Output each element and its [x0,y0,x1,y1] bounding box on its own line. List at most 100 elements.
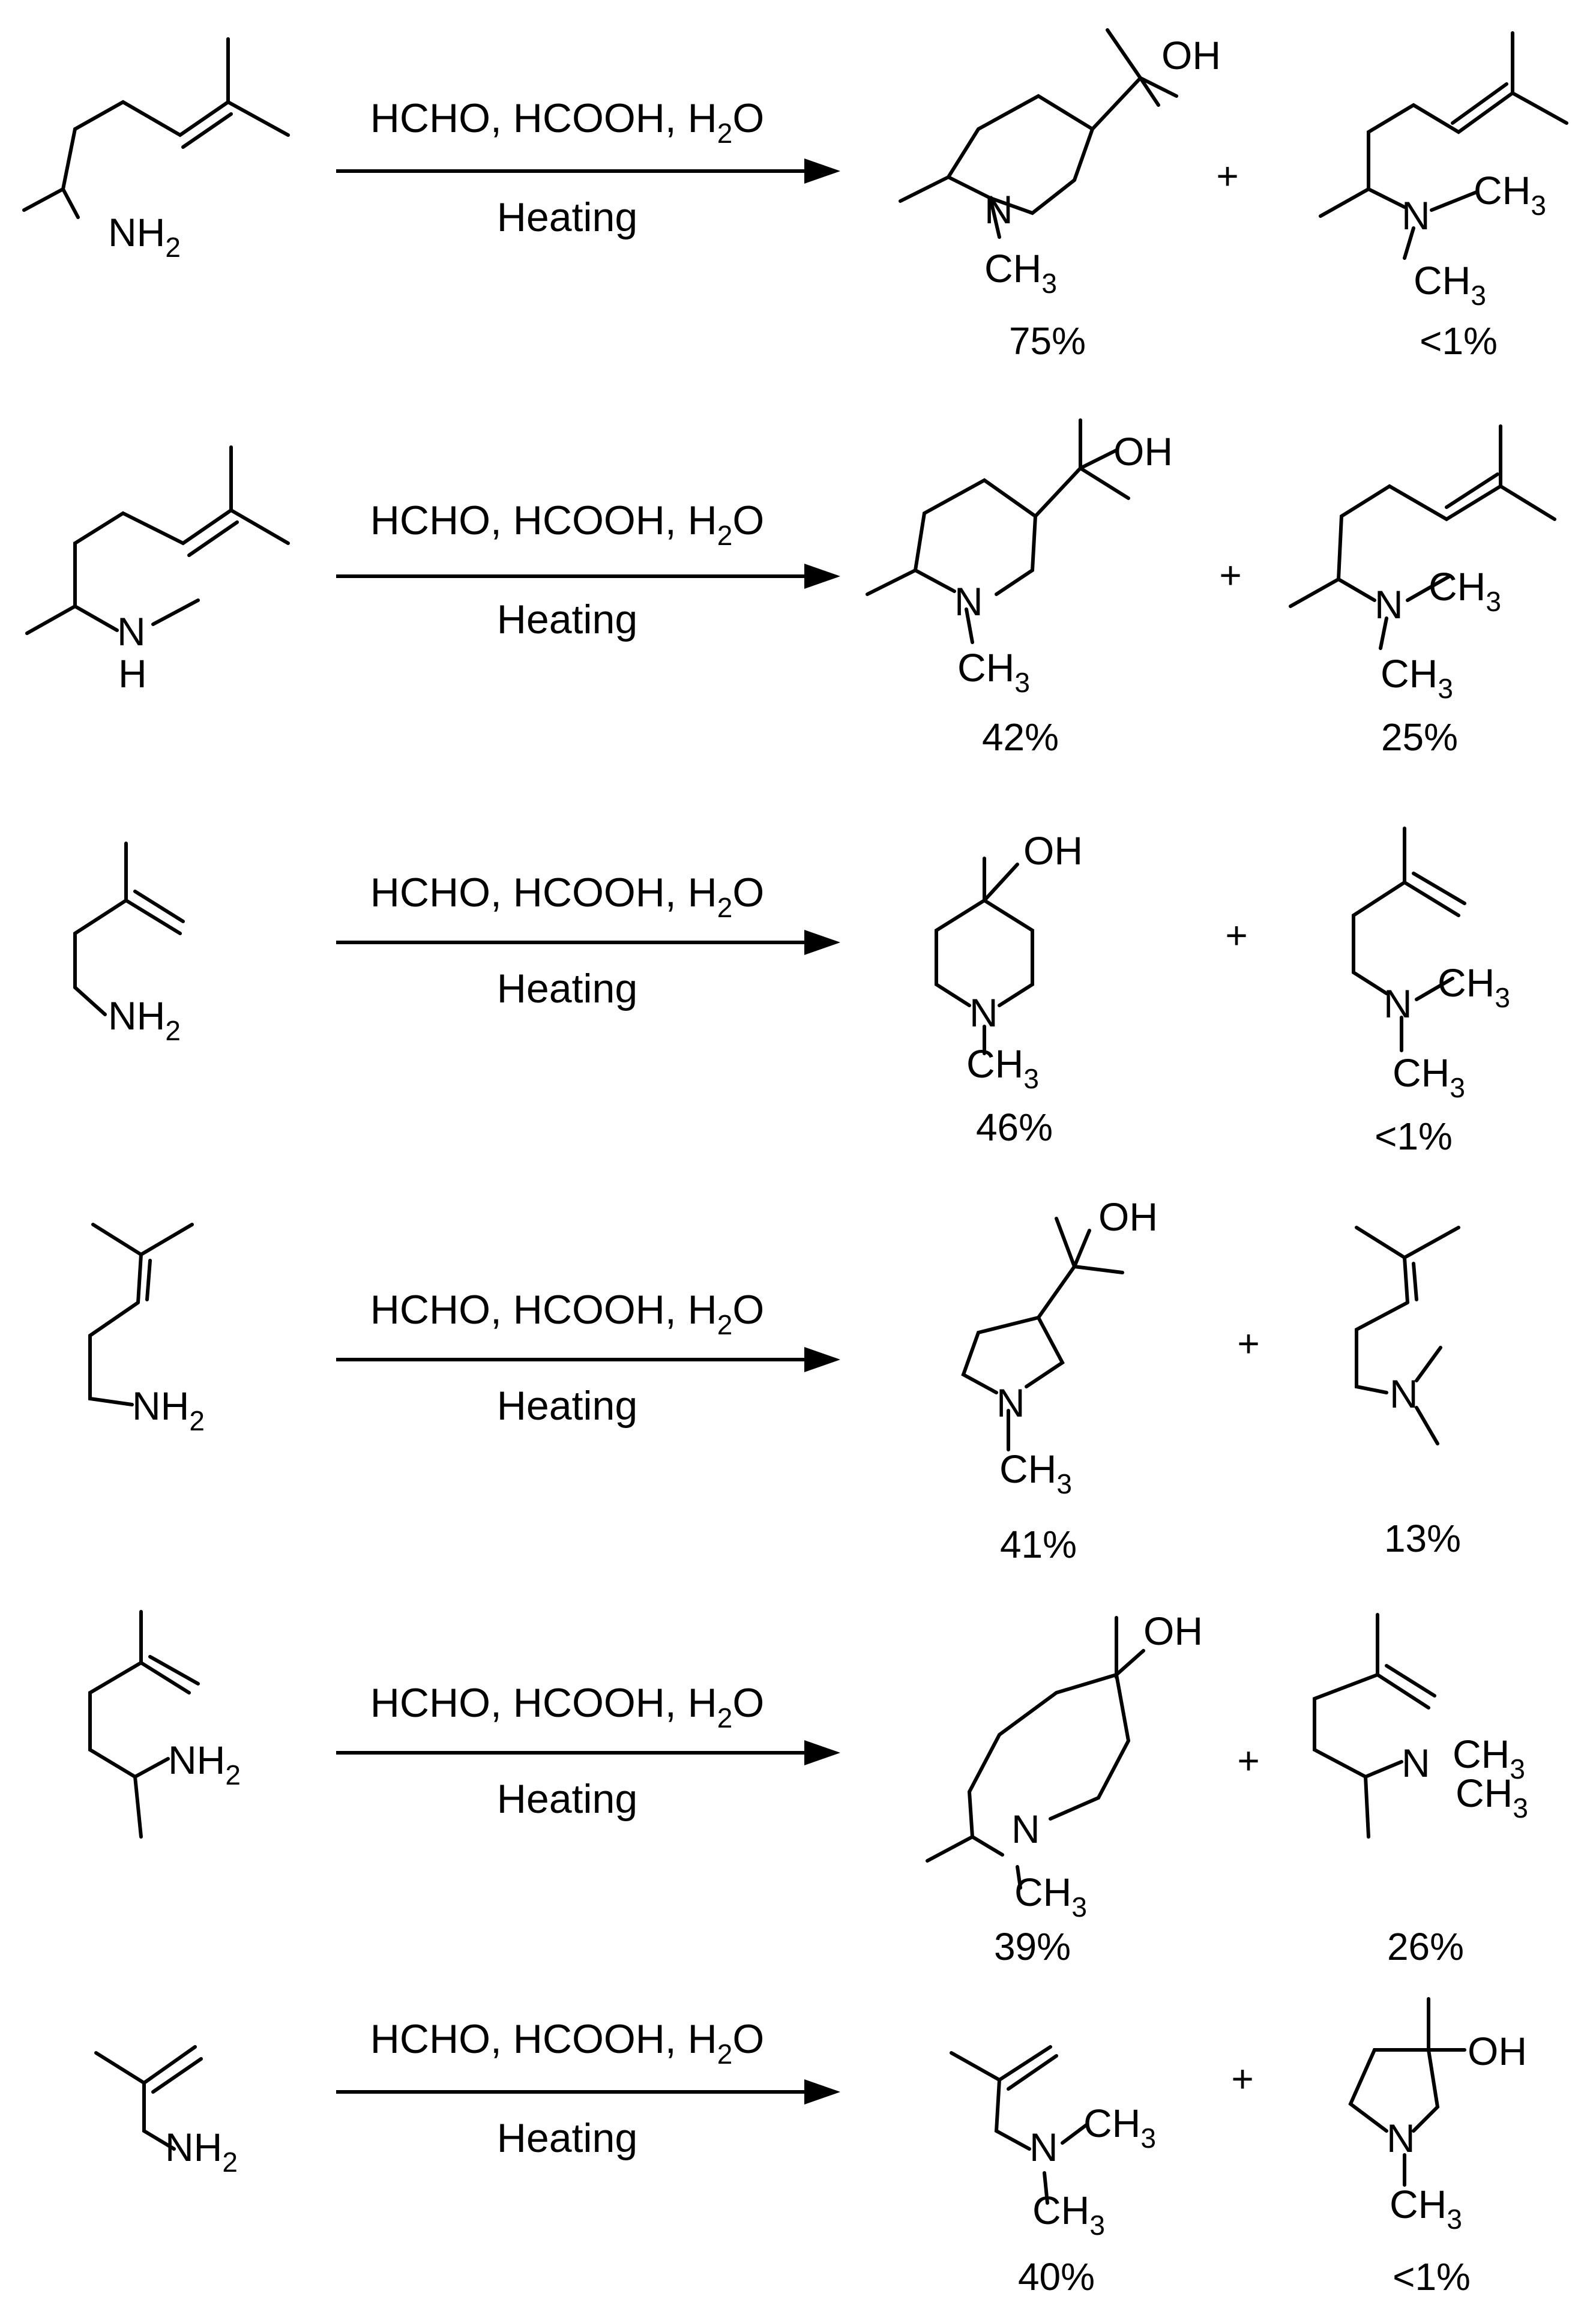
reagent-text: HCHO, HCOOH, H [370,498,717,543]
ch3-label: CH [1390,2182,1447,2226]
condition-text: Heating [497,1776,637,1822]
condition-text: Heating [497,966,637,1011]
product-b-1: N CH3 CH3 [1319,31,1568,311]
ch3-label: CH [1014,1870,1071,1914]
svg-text:CH3: CH3 [999,1447,1072,1499]
product-b-6: OH N CH3 [1348,1997,1527,2235]
n-label: N [1011,1807,1040,1851]
svg-text:CH3: CH3 [966,1041,1039,1094]
ch3-label: CH [1083,2101,1140,2145]
ch3-label: CH [1474,168,1531,212]
yield-product-b: <1% [1420,319,1498,363]
svg-text:CH3: CH3 [1453,1732,1525,1785]
arrow-head [804,930,840,955]
product-b-3: N CH3 CH3 [1352,827,1510,1103]
svg-text:HCHO, HCOOH, H2O: HCHO, HCOOH, H2O [370,1680,765,1734]
product-a-6: N CH3 CH3 [950,2045,1156,2241]
plus-sign: + [1225,914,1247,957]
n-label: N [1402,193,1430,238]
n-label: N [1384,981,1412,1026]
oh-label: OH [1098,1195,1158,1239]
yield-product-a: 46% [976,1106,1053,1149]
yield-product-a: 39% [994,1925,1071,1968]
svg-text:HCHO, HCOOH, H2O: HCHO, HCOOH, H2O [370,870,765,923]
reaction-row-1: NH2 HCHO, HCOOH, H2O Heating OH N CH3 + … [22,28,1568,363]
svg-text:CH3: CH3 [1429,564,1501,617]
svg-text:CH3: CH3 [1083,2101,1156,2154]
reagent-block-6: HCHO, HCOOH, H2O Heating [336,2016,840,2161]
ch3-label: CH [984,246,1041,291]
reaction-row-5: NH2 HCHO, HCOOH, H2O Heating OH N CH3 + … [88,1609,1528,1968]
ch3-label: CH [1414,258,1471,303]
nh-label: NH [165,2125,222,2169]
oh-label: OH [1113,429,1173,474]
reagent-text: HCHO, HCOOH, H [370,2016,717,2062]
starting-material-3: NH2 [73,842,185,1046]
starting-material-5: NH2 [88,1610,241,1839]
ch3-label: CH [1381,651,1438,696]
plus-sign: + [1237,1739,1259,1782]
plus-sign: + [1237,1322,1259,1365]
ch3-label: CH [957,645,1014,690]
n-label: N [996,1381,1025,1425]
arrow-head [804,1347,840,1372]
svg-text:CH3: CH3 [1438,960,1510,1013]
svg-text:CH3: CH3 [1381,651,1453,704]
n-label: N [969,990,998,1035]
n-label: N [1387,2116,1415,2160]
product-a-2: OH N CH3 [866,418,1173,698]
condition-text: Heating [497,597,637,642]
product-a-5: OH N CH3 [926,1609,1203,1923]
product-a-3: OH N CH3 [935,828,1083,1094]
product-b-2: N CH3 CH3 [1289,424,1556,704]
n-label: N [1029,2125,1058,2169]
product-a-4: OH N CH3 [961,1195,1158,1499]
reaction-row-6: NH2 HCHO, HCOOH, H2O Heating N CH3 CH3 +… [94,1997,1527,2298]
yield-product-b: <1% [1375,1115,1453,1158]
oh-label: OH [1143,1609,1203,1653]
ch3-label: CH [1429,564,1486,609]
yield-product-b: <1% [1393,2255,1471,2298]
reagent-block-4: HCHO, HCOOH, H2O Heating [336,1287,840,1429]
reaction-row-2: N H HCHO, HCOOH, H2O Heating OH N CH3 + … [25,418,1556,759]
reaction-row-4: NH2 HCHO, HCOOH, H2O Heating OH N CH3 + … [88,1195,1461,1566]
starting-material-6: NH2 [94,2045,238,2178]
starting-material-1: NH2 [22,37,290,263]
reagent-block-3: HCHO, HCOOH, H2O Heating [336,870,840,1011]
svg-text:HCHO, HCOOH, H2O: HCHO, HCOOH, H2O [370,95,765,149]
h-label: H [118,651,147,696]
product-b-5: N CH3 CH3 [1313,1613,1528,1839]
reagent-block-2: HCHO, HCOOH, H2O Heating [336,498,840,642]
svg-text:CH3: CH3 [1474,168,1546,221]
reagent-block-1: HCHO, HCOOH, H2O Heating [336,95,840,240]
plus-sign: + [1216,154,1238,197]
nh-label: NH [168,1738,225,1782]
product-b-4: N [1355,1226,1460,1445]
svg-text:NH2: NH2 [108,993,181,1046]
svg-text:CH3: CH3 [1393,1050,1465,1103]
yield-product-a: 40% [1018,2255,1095,2298]
svg-text:HCHO, HCOOH, H2O: HCHO, HCOOH, H2O [370,498,765,551]
n-label: N [1402,1741,1430,1785]
n-label: N [1375,582,1403,627]
condition-text: Heating [497,2115,637,2161]
svg-text:HCHO, HCOOH, H2O: HCHO, HCOOH, H2O [370,1287,765,1340]
yield-product-b: 13% [1384,1517,1461,1560]
arrow-head [804,564,840,589]
starting-material-2: N H [25,445,290,696]
svg-text:NH2: NH2 [132,1384,205,1436]
ch3-label: CH [966,1041,1023,1086]
ch3-label: CH [1393,1050,1450,1095]
reagent-text: HCHO, HCOOH, H [370,870,717,915]
ch3-label: CH [999,1447,1056,1491]
svg-text:NH2: NH2 [108,210,181,263]
plus-sign: + [1219,553,1241,597]
reaction-row-3: NH2 HCHO, HCOOH, H2O Heating OH N CH3 + … [73,827,1510,1158]
starting-material-4: NH2 [88,1223,205,1436]
ch3-label: CH [1438,960,1495,1005]
svg-text:CH3: CH3 [1014,1870,1087,1923]
oh-label: OH [1161,33,1221,77]
yield-product-b: 25% [1381,716,1458,759]
yield-product-a: 42% [982,716,1059,759]
svg-text:NH2: NH2 [168,1738,241,1791]
